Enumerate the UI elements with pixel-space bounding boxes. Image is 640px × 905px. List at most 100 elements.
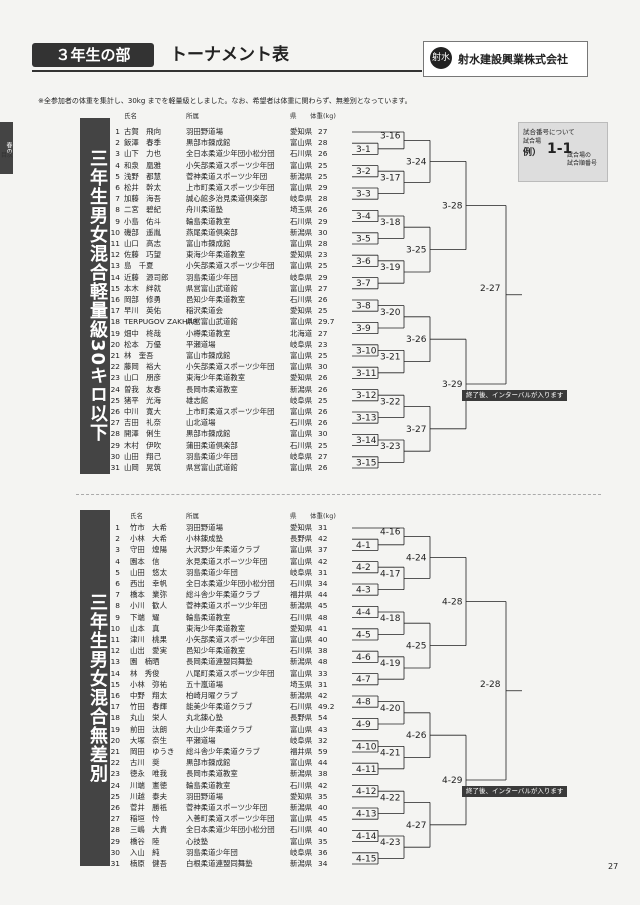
entry-number: 15: [110, 283, 120, 293]
entry-name: 稲垣 怜: [130, 814, 160, 824]
match-label-r3: 4-27: [406, 821, 426, 831]
entry-name: 山出 愛実: [130, 646, 167, 656]
entry-club: 羽島柔道少年団: [186, 451, 238, 461]
entry-name: 開澤 俐生: [124, 429, 161, 439]
entry-club: 燕尾柔道倶楽部: [186, 227, 238, 237]
entry-number: 14: [110, 668, 120, 678]
entry-club: 羽田野道場: [186, 127, 223, 136]
entry-club: 県営富山武道館: [186, 463, 238, 472]
entry-name: 藤岡 裕大: [124, 362, 161, 372]
match-label-r1: 3-2: [356, 167, 371, 177]
entry-name: 竹市 大希: [130, 523, 167, 532]
entry-number: 1: [115, 523, 120, 532]
match-label-r1: 4-5: [356, 630, 371, 640]
entry-club: 菅神柔道スポーツ少年団: [186, 171, 268, 181]
entry-name: 古賀 飛向: [124, 127, 161, 136]
entry-club: 小樽柔道教室: [186, 328, 231, 338]
match-label-r4: 3-29: [442, 380, 463, 390]
entry-pref: 岐阜県: [290, 272, 313, 282]
entry-pref: 新潟県: [290, 601, 313, 611]
entry-pref: 富山県: [290, 463, 313, 472]
sponsor-logo-icon: 射水: [430, 47, 452, 69]
entry-weight: 49.2: [318, 702, 335, 712]
entry-name: 加藤 海吾: [124, 194, 161, 204]
side-tab[interactable]: 春の: [0, 122, 13, 174]
entry-pref: 石川県: [290, 149, 313, 159]
entry-pref: 長野県: [290, 534, 313, 544]
entry-weight: 27: [318, 328, 328, 338]
entry-club: 小矢部柔道スポーツ少年団: [186, 635, 275, 644]
entry-weight: 40: [318, 635, 328, 644]
entry-club: 小矢部柔道スポーツ少年団: [186, 160, 275, 170]
entry-club: 長岡市柔道教室: [186, 384, 238, 394]
entry-name: 早川 英佑: [124, 306, 161, 316]
entry-weight: 26: [318, 463, 328, 472]
entry-weight: 26: [318, 205, 328, 215]
entry-weight: 42: [318, 534, 328, 544]
match-number-legend: 試合番号について 試合場 例） 1-1 試合場の 試合順番号: [518, 122, 608, 182]
entry-number: 13: [110, 657, 120, 667]
page-number: 27: [608, 862, 619, 871]
entry-weight: 41: [318, 623, 328, 633]
entry-club: 邑知少年柔道教室: [186, 646, 246, 656]
entry-club: 五十嵐道場: [186, 679, 223, 689]
entry-club: 羽田野道場: [186, 791, 223, 801]
column-header-weight: 体重(kg): [310, 112, 336, 120]
entry-name: 川越 泰夫: [130, 791, 167, 801]
match-label-r2: 4-23: [380, 838, 400, 848]
match-label-r3: 4-24: [406, 553, 427, 563]
entry-number: 27: [110, 814, 120, 824]
match-label-final: 2-27: [480, 284, 500, 294]
sponsor-name: 射水建設興業株式会社: [458, 53, 568, 66]
entry-weight: 23: [318, 250, 328, 260]
match-label-r2: 3-20: [380, 308, 401, 318]
entry-number: 26: [110, 407, 120, 416]
entry-name: 丸山 栄人: [130, 713, 167, 723]
match-label-r1: 4-2: [356, 563, 371, 573]
entry-number: 21: [110, 351, 120, 360]
entry-club: 輪島柔道教室: [186, 216, 231, 226]
divider: [76, 494, 601, 495]
entry-number: 30: [110, 847, 120, 857]
entry-club: 東海少年柔道教室: [186, 623, 246, 633]
entry-name: 曽我 友春: [124, 384, 161, 394]
entry-pref: 富山県: [290, 556, 313, 566]
entry-number: 11: [110, 635, 120, 644]
bracket-title: 三年生男女混合軽量級30キロ以下: [80, 118, 110, 474]
entry-pref: 富山県: [290, 429, 313, 439]
entry-pref: 北海道: [290, 328, 313, 338]
entry-name: 楠原 健吾: [130, 859, 167, 868]
entry-pref: 埼玉県: [290, 679, 313, 689]
entry-club: 能美少年柔道クラブ: [186, 702, 253, 712]
entry-pref: 愛知県: [290, 250, 313, 260]
entry-pref: 埼玉県: [290, 205, 313, 215]
entry-pref: 石川県: [290, 780, 313, 790]
entry-number: 5: [115, 567, 120, 577]
entry-weight: 45: [318, 814, 328, 824]
entry-name: 松井 幹太: [124, 183, 161, 192]
entry-pref: 富山県: [290, 407, 313, 416]
entry-number: 4: [115, 556, 120, 566]
entry-number: 22: [110, 362, 120, 372]
entry-name: 浅野 都慧: [124, 171, 161, 181]
entry-name: 近藤 源司郎: [124, 272, 169, 282]
match-label-r1: 3-1: [356, 145, 371, 155]
entry-number: 19: [110, 724, 120, 734]
entry-weight: 45: [318, 601, 328, 611]
entry-weight: 28: [318, 239, 328, 248]
entry-name: 下端 耀: [130, 612, 160, 622]
entry-weight: 28: [318, 194, 328, 204]
match-label-r2: 3-19: [380, 263, 401, 273]
section-label: ３年生の部: [32, 43, 154, 67]
entry-club: 山北道場: [186, 418, 216, 428]
entry-weight: 31: [318, 523, 328, 532]
entry-pref: 岐阜県: [290, 451, 313, 461]
